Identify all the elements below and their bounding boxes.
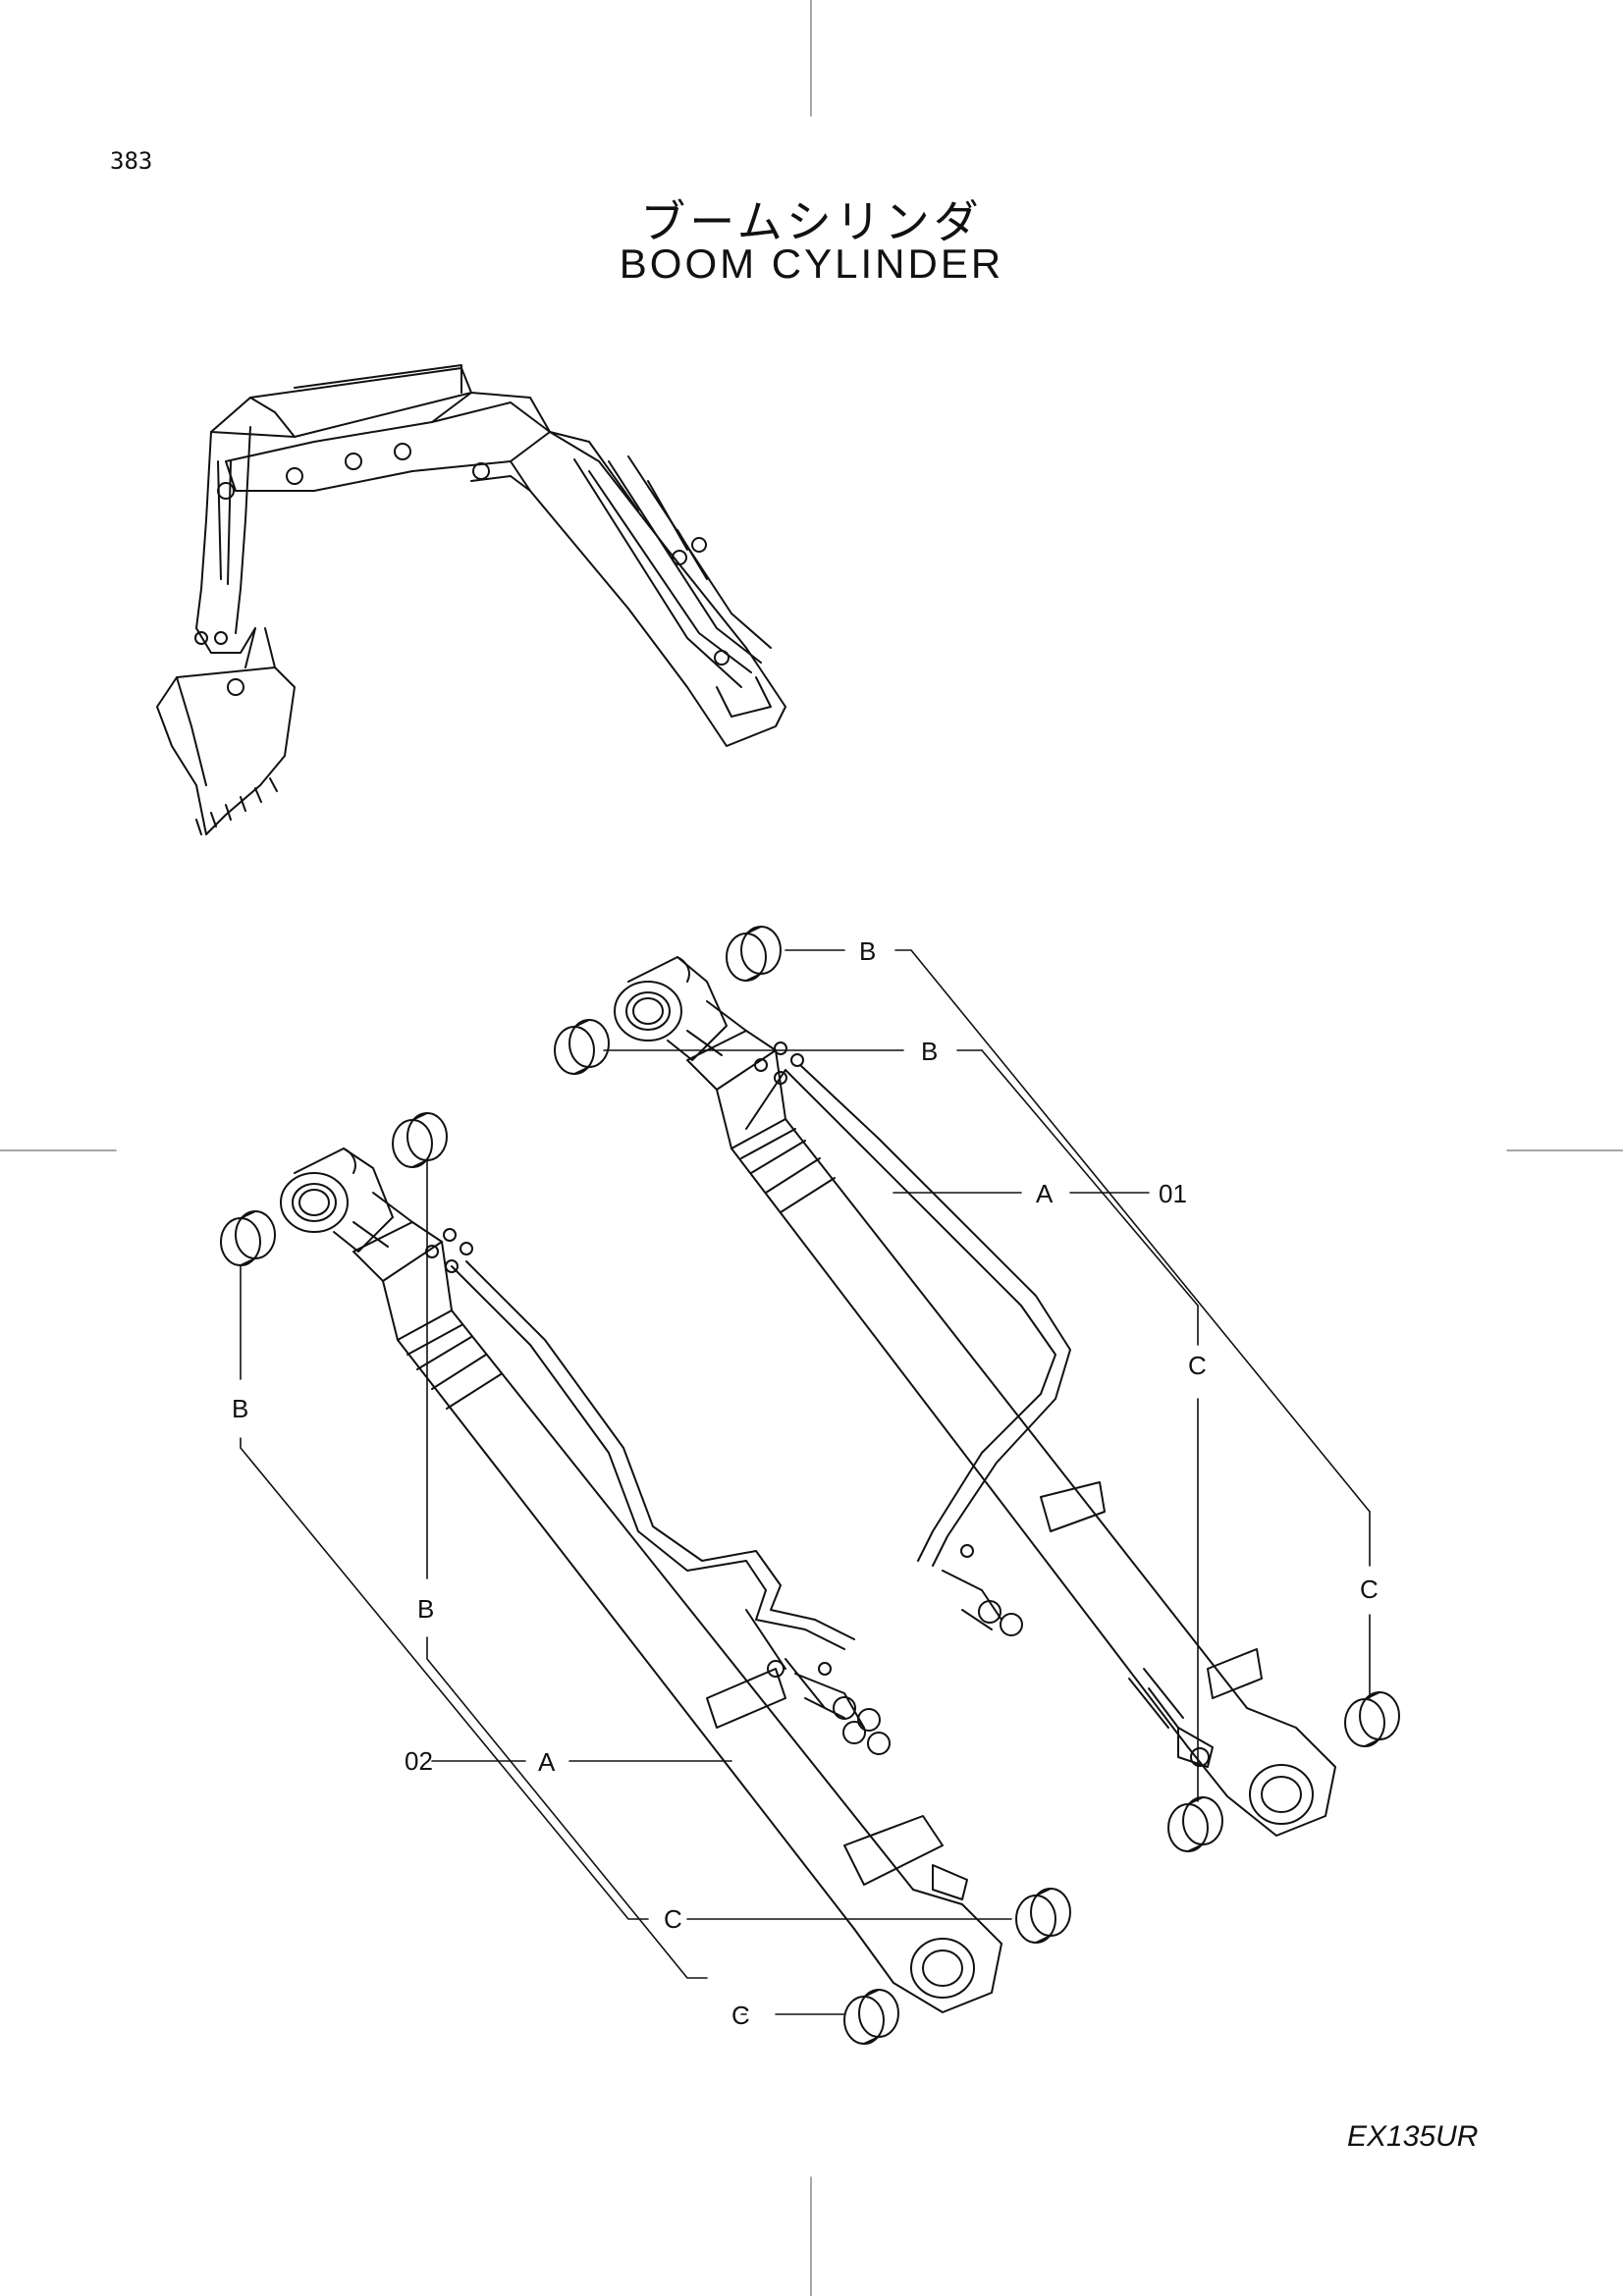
bushings: [220, 926, 1400, 2045]
leader-lines: [240, 949, 1371, 2015]
callout-label: C: [664, 1904, 682, 1934]
callout-label: B: [232, 1394, 248, 1423]
model-code: EX135UR: [1347, 2120, 1479, 2153]
bushing-lower-right-a: [1344, 1691, 1400, 1747]
callout-label: B: [859, 936, 876, 966]
part-ref-label: 02: [405, 1746, 433, 1776]
page-number: 383: [110, 147, 153, 175]
callout-labels: B B A 01 C C B B 02 A C C: [232, 936, 1379, 2030]
bushing-lower-left-b: [843, 1989, 899, 2045]
callout-label: A: [1036, 1179, 1054, 1208]
excavator-overview-illustration: [156, 364, 786, 835]
part-ref-label: 01: [1159, 1179, 1187, 1208]
callout-label: C: [1360, 1575, 1379, 1604]
bushing-top-right: [726, 926, 782, 982]
page-title-english: BOOM CYLINDER: [619, 240, 1004, 287]
boom-cylinder-02: [280, 1148, 1002, 2013]
page-title-japanese: ブームシリンダ: [640, 195, 983, 248]
bushing-upper-right: [554, 1019, 610, 1075]
callout-label: B: [417, 1594, 434, 1624]
bushing-top-left: [392, 1112, 448, 1168]
bushing-lower-right-b: [1167, 1796, 1223, 1852]
boom-cylinder-01: [614, 956, 1336, 1837]
bushing-upper-left: [220, 1210, 276, 1266]
callout-label: C: [1188, 1351, 1207, 1380]
callout-label: C: [731, 2001, 750, 2030]
callout-label: A: [538, 1747, 556, 1777]
bushing-lower-left-a: [1015, 1888, 1071, 1944]
callout-label: B: [921, 1037, 938, 1066]
